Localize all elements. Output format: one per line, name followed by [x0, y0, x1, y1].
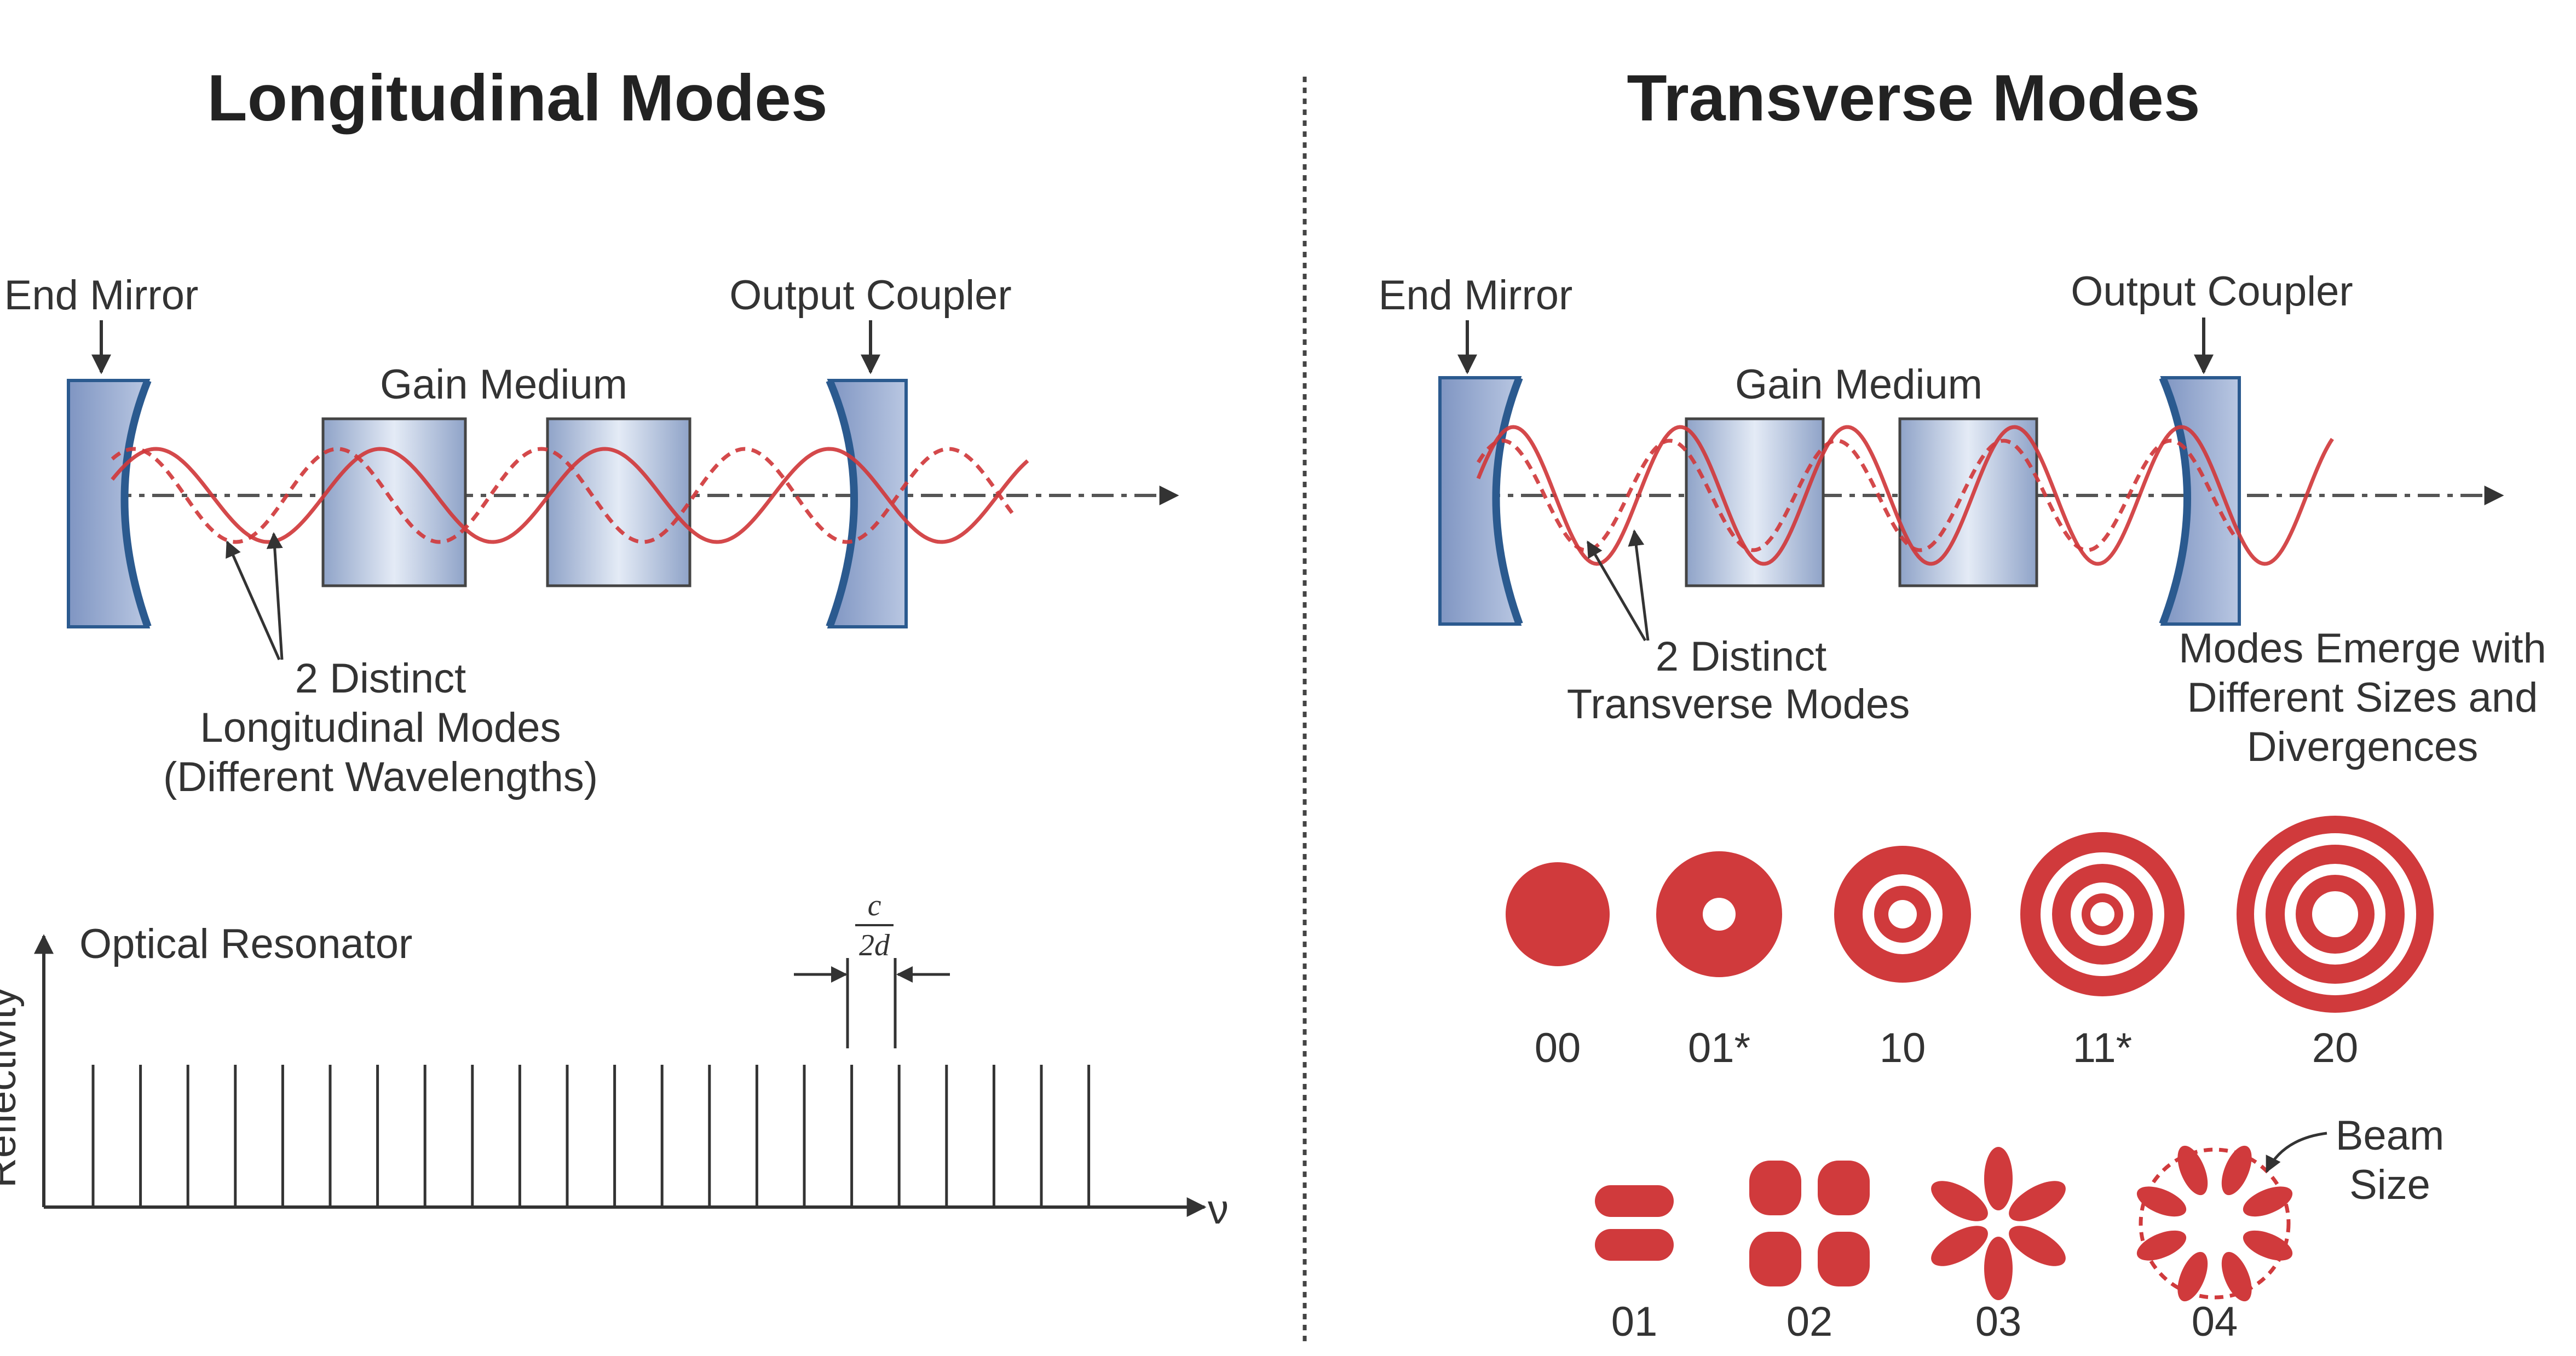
- left-output-coupler-face: [826, 379, 858, 628]
- right-output-coupler-face: [2159, 376, 2191, 626]
- circular-mode-1: 00: [1506, 862, 1610, 1071]
- lobed-mode-3-lobe-3: [2009, 1226, 2066, 1266]
- left-annotation-arrow-2: [266, 532, 284, 660]
- transverse-mode-2-wave: [1477, 438, 2235, 552]
- lobed-mode-3-lobe-1: [1984, 1147, 2013, 1210]
- lobed-mode-4: 04: [2136, 1145, 2293, 1345]
- right-annotation-arrow-2: [1628, 529, 1650, 641]
- lobed-mode-2-lobe-4: [1818, 1232, 1870, 1286]
- beam-size-arrow: [2265, 1132, 2327, 1173]
- emerge-note-line-1: Modes Emerge with: [2179, 625, 2546, 672]
- circular-mode-patterns: 00 01* 10 11* 20: [1506, 816, 2434, 1071]
- lobed-mode-1-lobe-2: [1595, 1229, 1674, 1261]
- circular-mode-label-5: 20: [2312, 1025, 2359, 1071]
- lobed-mode-3-lobe-5: [1931, 1226, 1988, 1266]
- lobed-mode-2-lobe-1: [1749, 1161, 1801, 1215]
- resonator-label: Optical Resonator: [79, 921, 412, 967]
- circular-mode-label-3: 10: [1880, 1025, 1926, 1071]
- right-mode-waves: [1476, 425, 2334, 566]
- right-annotation-arrow-1: [1586, 540, 1647, 642]
- lobed-mode-label-2: 02: [1787, 1299, 1833, 1345]
- circular-mode-5-ring-6: [2312, 891, 2358, 937]
- lobed-mode-4-lobe-5: [2177, 1251, 2208, 1302]
- beam-size-note-line-2: Size: [2349, 1162, 2430, 1208]
- emerge-note-line-3: Divergences: [2247, 724, 2478, 770]
- lobed-mode-label-3: 03: [1975, 1299, 2022, 1345]
- right-annotation-line-2: Transverse Modes: [1567, 681, 1910, 728]
- lobed-mode-4-lobe-1: [2221, 1145, 2252, 1196]
- lobed-mode-label-4: 04: [2192, 1299, 2238, 1345]
- spacing-denominator: 2d: [859, 928, 890, 962]
- left-annotation-line-1: 2 Distinct: [295, 655, 466, 702]
- lobed-mode-3: 03: [1931, 1147, 2066, 1345]
- right-end-mirror-face: [1492, 376, 1523, 626]
- circular-mode-3-ring-4: [1888, 900, 1917, 928]
- lobed-mode-1: 01: [1595, 1185, 1674, 1345]
- right-output-coupler-label: Output Coupler: [2071, 268, 2353, 315]
- left-output-coupler-label: Output Coupler: [729, 272, 1011, 319]
- transverse-mode-1-wave: [1476, 425, 2334, 566]
- right-gain-medium-label: Gain Medium: [1735, 361, 1983, 408]
- spacing-numerator: c: [868, 888, 881, 922]
- circular-mode-label-1: 00: [1535, 1025, 1581, 1071]
- left-annotation-line-2: Longitudinal Modes: [200, 705, 561, 751]
- right-end-mirror-label: End Mirror: [1379, 272, 1573, 319]
- resonator-xlabel: ν: [1208, 1186, 1229, 1233]
- lobed-mode-4-lobe-2: [2243, 1186, 2293, 1217]
- lobed-mode-3-lobe-6: [1931, 1181, 1988, 1221]
- left-end-mirror-label: End Mirror: [4, 272, 199, 319]
- lobed-mode-3-lobe-4: [1984, 1237, 2013, 1300]
- longitudinal-mode-2-wave: [111, 447, 1014, 544]
- circular-mode-5: 20: [2237, 816, 2434, 1071]
- lobed-mode-4-lobe-4: [2221, 1251, 2252, 1302]
- lobed-mode-label-1: 01: [1611, 1299, 1658, 1345]
- left-annotation-arrow-1: [226, 540, 281, 661]
- lobed-mode-2-lobe-2: [1818, 1161, 1870, 1215]
- lobed-mode-4-lobe-6: [2136, 1230, 2187, 1261]
- lobed-mode-2-lobe-3: [1749, 1232, 1801, 1286]
- longitudinal-mode-1-wave: [111, 447, 1029, 544]
- left-annotation-line-3: (Different Wavelengths): [163, 754, 598, 800]
- circular-mode-label-2: 01*: [1688, 1025, 1750, 1071]
- lobed-mode-4-lobe-3: [2243, 1230, 2293, 1261]
- lobed-mode-4-lobe-8: [2177, 1145, 2208, 1196]
- left-gain-medium-label: Gain Medium: [380, 361, 627, 408]
- beam-size-circle: [2139, 1147, 2291, 1300]
- lobed-mode-4-lobe-7: [2136, 1186, 2187, 1217]
- circular-mode-4: 11*: [2020, 832, 2185, 1071]
- longitudinal-title: Longitudinal Modes: [207, 61, 827, 135]
- emerge-note-line-2: Different Sizes and: [2187, 674, 2538, 721]
- lobed-mode-3-lobe-2: [2009, 1181, 2066, 1221]
- circular-mode-1-ring-1: [1506, 862, 1610, 966]
- transverse-title: Transverse Modes: [1627, 61, 2200, 135]
- left-mode-waves: [111, 447, 1029, 544]
- beam-size-note-line-1: Beam: [2336, 1112, 2445, 1159]
- circular-mode-label-4: 11*: [2073, 1025, 2132, 1071]
- right-annotation-line-1: 2 Distinct: [1656, 633, 1827, 680]
- circular-mode-2: 01*: [1656, 851, 1782, 1071]
- resonator-ylabel: Reflectivity: [0, 987, 25, 1188]
- lobed-mode-1-lobe-1: [1595, 1185, 1674, 1217]
- circular-mode-2-ring-2: [1703, 898, 1736, 931]
- circular-mode-3: 10: [1834, 846, 1971, 1071]
- lobed-mode-patterns: 01 02 03 04: [1595, 1145, 2293, 1345]
- circular-mode-4-ring-6: [2090, 902, 2114, 926]
- lobed-mode-2: 02: [1749, 1161, 1870, 1345]
- left-end-mirror-face: [120, 379, 152, 628]
- resonator-lines: [91, 1065, 1091, 1207]
